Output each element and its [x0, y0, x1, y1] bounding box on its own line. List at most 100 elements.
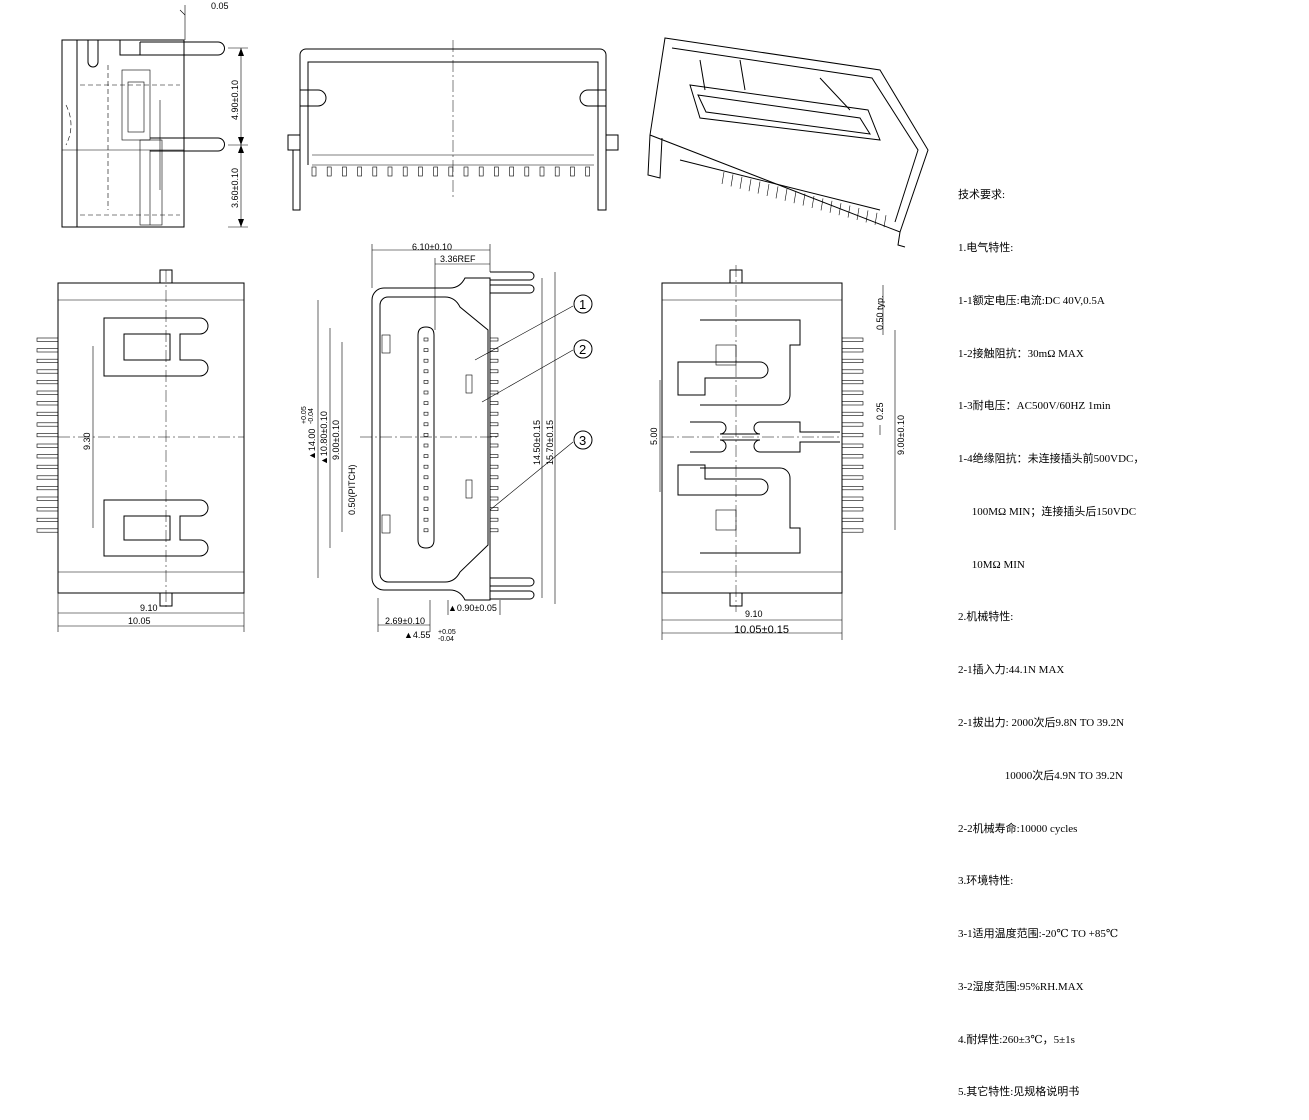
connector-pin: [423, 369, 429, 374]
dim-top-1400: ▲14.00: [307, 429, 317, 460]
note-line: 技术要求:: [958, 189, 1006, 202]
connector-pin: [494, 166, 499, 177]
dim-top-900: 9.00±0.10: [331, 420, 341, 460]
bottom-left-view: [36, 269, 245, 632]
note-line: 2-2机械寿命:10000 cycles: [958, 822, 1078, 835]
connector-pin: [423, 528, 429, 533]
connector-pin: [311, 166, 317, 177]
connector-pin: [36, 369, 59, 374]
callout-circle-1: [573, 294, 593, 314]
dim-top-610: 6.10±0.10: [412, 242, 452, 252]
connector-pin: [793, 191, 797, 204]
connector-pin: [509, 166, 514, 177]
connector-pin: [489, 443, 499, 448]
connector-pin: [423, 464, 429, 469]
bottom-middle-view: [317, 244, 593, 632]
connector-pin: [342, 166, 347, 177]
callout-3: 3: [579, 433, 586, 448]
connector-pin: [489, 422, 499, 427]
note-line: 1-2接触阻抗：30mΩ MAX: [958, 347, 1084, 360]
connector-pin: [841, 517, 864, 522]
connector-pin: [418, 166, 423, 177]
connector-pin: [841, 496, 864, 501]
dim-right-900: 9.00±0.10: [896, 415, 906, 455]
connector-pin: [757, 181, 761, 194]
connector-pin: [739, 176, 743, 189]
note-line: 5.其它特性:见规格说明书: [958, 1086, 1080, 1099]
connector-pin: [784, 188, 788, 201]
connector-pin: [423, 337, 429, 342]
callout-circle-2: [573, 339, 593, 359]
connector-pin: [36, 464, 59, 469]
connector-pin: [489, 401, 499, 405]
callout-circle-3: [573, 430, 593, 450]
front-view: [287, 40, 619, 211]
connector-pin: [721, 171, 725, 185]
connector-pin: [489, 433, 499, 437]
connector-pin: [36, 358, 59, 363]
connector-pin: [489, 464, 499, 469]
dim-top-1570: 15.70±0.15: [545, 420, 555, 465]
dim-front-1005: 10.05: [128, 616, 151, 626]
dim-tol-plus-b: +0.05: [438, 629, 456, 636]
connector-pin: [874, 212, 878, 225]
connector-pin: [748, 179, 752, 192]
connector-pin: [448, 166, 454, 177]
connector-pin: [489, 528, 499, 533]
connector-pin: [865, 210, 869, 223]
connector-pin: [554, 166, 560, 177]
connector-pin: [489, 380, 499, 384]
dim-top-tolerance: 0.05: [211, 1, 229, 11]
connector-pin: [489, 507, 499, 511]
callout-2: 2: [579, 342, 586, 357]
connector-pin: [829, 200, 833, 213]
connector-pin: [36, 496, 59, 501]
connector-pin: [357, 166, 362, 177]
connector-pin: [841, 411, 864, 416]
connector-pin: [387, 166, 393, 177]
note-line: 3-2湿度范围:95%RH.MAX: [958, 980, 1084, 993]
connector-pin: [36, 401, 59, 406]
connector-pin: [841, 528, 864, 533]
note-line: 3-1适用温度范围:-20℃ TO +85℃: [958, 928, 1119, 941]
connector-pin: [36, 348, 59, 353]
technical-requirements: 技术要求: 1.电气特性: 1-1额定电压:电流:DC 40V,0.5A 1-2…: [958, 152, 1144, 1120]
bottom-right-view: [659, 265, 896, 640]
connector-pin: [489, 337, 499, 342]
dim-top-336: 3.36REF: [440, 254, 476, 264]
connector-pin: [478, 166, 484, 177]
connector-pin: [841, 475, 864, 480]
dim-right-910: 9.10: [745, 609, 763, 619]
note-line: 2-1拔出力: 2000次后9.8N TO 39.2N: [958, 717, 1125, 729]
connector-pin: [423, 411, 429, 416]
connector-pin: [423, 454, 429, 458]
dim-right-500: 5.00: [649, 427, 659, 445]
connector-pin: [489, 358, 499, 363]
dim-pitch: 0.50(PITCH): [347, 464, 357, 515]
connector-pin: [423, 443, 429, 448]
connector-pin: [841, 401, 864, 406]
connector-pin: [841, 390, 864, 395]
connector-pin: [423, 507, 429, 511]
connector-pin: [489, 475, 499, 480]
connector-pin: [841, 486, 864, 491]
connector-pin: [36, 507, 59, 512]
connector-pin: [811, 195, 815, 209]
connector-pin: [841, 454, 864, 459]
dim-tol-minus-a: -0.04: [308, 408, 315, 424]
connector-pin: [372, 166, 378, 177]
connector-pin: [423, 433, 429, 437]
connector-pin: [489, 454, 499, 458]
connector-pin: [856, 207, 860, 221]
connector-pin: [539, 166, 545, 177]
connector-pin: [841, 433, 864, 438]
connector-pin: [841, 380, 864, 385]
connector-pin: [402, 166, 408, 177]
note-line: 1-3耐电压：AC500V/60HZ 1min: [958, 400, 1111, 413]
dim-top-1450: 14.50±0.15: [532, 420, 542, 465]
connector-pin: [36, 475, 59, 480]
dim-front-930: 9.30: [82, 432, 92, 450]
connector-pin: [36, 433, 59, 438]
note-line: 10MΩ MIN: [958, 558, 1025, 571]
connector-pin: [423, 401, 429, 405]
